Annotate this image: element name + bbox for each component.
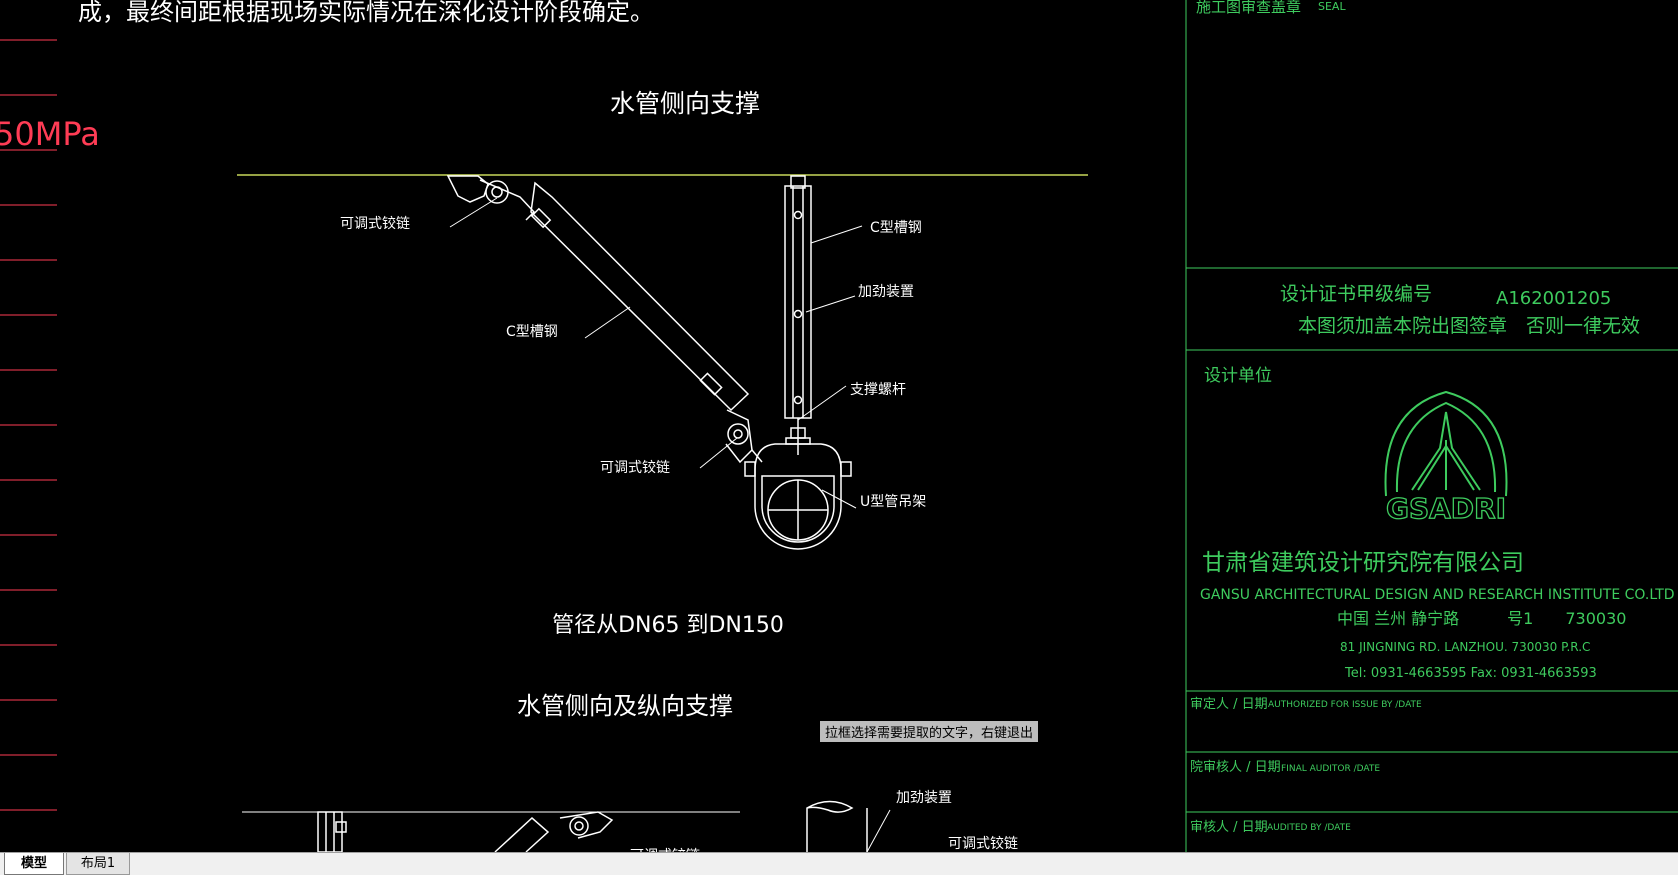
title-block-frame (1185, 0, 1678, 852)
command-tooltip: 拉框选择需要提取的文字，右键退出 (820, 721, 1039, 742)
vertical-support (784, 175, 812, 455)
u-hanger-pipe (744, 443, 852, 550)
leader-c-channel-1 (584, 306, 631, 339)
leader-u-hanger (821, 489, 857, 509)
tel-fax: Tel: 0931-4663595 Fax: 0931-4663593 (1344, 666, 1597, 681)
approver-label: 审定人 / 日期 (1190, 697, 1268, 712)
seal-label-en: SEAL (1318, 0, 1346, 13)
auditor-label-en: AUDITED BY /DATE (1267, 823, 1351, 833)
company-name-en: GANSU ARCHITECTURAL DESIGN AND RESEARCH … (1200, 587, 1675, 603)
company-name-cn: 甘肃省建筑设计研究院有限公司 (1202, 550, 1524, 576)
label-support-screw: 支撑螺杆 (850, 382, 906, 398)
leader-hinge-2 (699, 437, 738, 469)
label-adjustable-hinge-1: 可调式铰链 (340, 216, 410, 232)
title-lateral: 水管侧向支撑 (610, 89, 760, 118)
label-c-channel-2: C型槽钢 (870, 220, 922, 236)
stamp-notice: 本图须加盖本院出图签章 否则一律无效 (1298, 315, 1640, 337)
cert-label: 设计证书甲级编号 (1280, 283, 1432, 305)
address-cn: 中国 兰州 静宁路 号1 730030 (1337, 609, 1626, 628)
seal-label: 施工图审查盖章 (1196, 0, 1301, 16)
label-adjustable-hinge-3: 可调式铰链 (948, 836, 1018, 852)
tab-model[interactable]: 模型 (4, 853, 64, 875)
label-stiffener-2: 加劲装置 (896, 790, 952, 806)
label-stiffener-1: 加劲装置 (858, 284, 914, 300)
address-en: 81 JINGNING RD. LANZHOU. 730030 P.R.C (1340, 640, 1590, 654)
left-margin-ticks (0, 39, 57, 811)
auditor-label: 审核人 / 日期 (1190, 820, 1268, 835)
tab-layout-1[interactable]: 布局1 (66, 853, 130, 875)
leader-stiffener-1 (805, 295, 856, 313)
cert-number: A162001205 (1496, 288, 1611, 309)
left-margin-text: 50MPa (0, 115, 100, 153)
leader-stiffener-2 (866, 809, 891, 853)
logo-text: GSADRI (1386, 492, 1506, 525)
label-adjustable-hinge-2: 可调式铰链 (600, 460, 670, 476)
final-auditor-label-en: FINAL AUDITOR /DATE (1281, 764, 1380, 774)
leader-c-channel-2 (810, 225, 863, 244)
label-u-hanger: U型管吊架 (860, 494, 926, 510)
lateral-brace (446, 175, 763, 464)
final-auditor-label: 院审核人 / 日期 (1190, 760, 1281, 775)
lower-partial-drawing (317, 800, 868, 853)
title-lateral-longitudinal: 水管侧向及纵向支撑 (517, 692, 733, 720)
top-note: 成，最终间距根据现场实际情况在深化设计阶段确定。 (78, 0, 654, 26)
leader-hinge-1 (449, 197, 498, 228)
layout-tab-bar: 模型 布局1 (0, 852, 1678, 875)
leader-support-screw (797, 385, 847, 421)
pipe-range-text: 管径从DN65 到DN150 (552, 613, 784, 638)
label-c-channel-1: C型槽钢 (506, 324, 558, 340)
company-logo (1384, 390, 1508, 497)
design-unit-label: 设计单位 (1204, 366, 1272, 386)
approver-label-en: AUTHORIZED FOR ISSUE BY /DATE (1268, 700, 1422, 710)
